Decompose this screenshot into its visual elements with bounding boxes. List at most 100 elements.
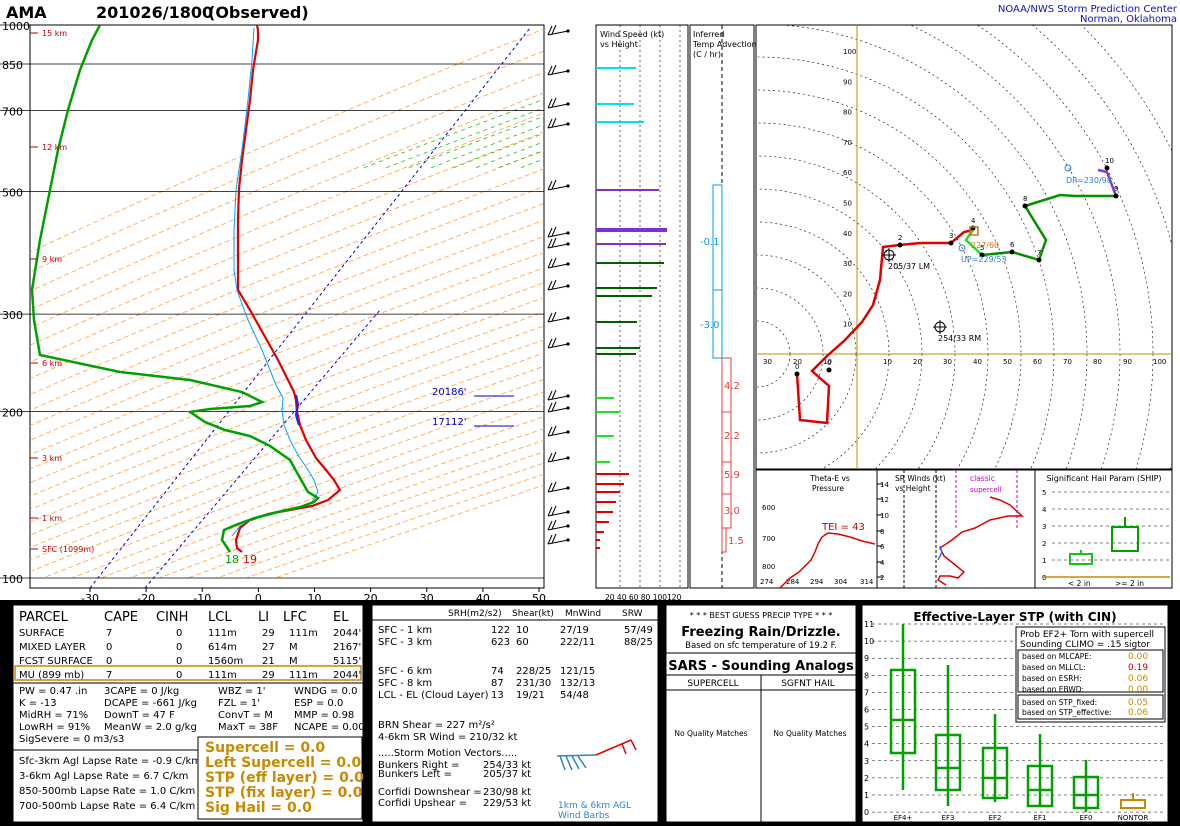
stp-panel: Effective-Layer STP (with CIN) 111098765… bbox=[861, 604, 1169, 823]
adv-value-1: -0.1 bbox=[700, 237, 720, 248]
wind-barb-flag bbox=[551, 505, 557, 516]
shear-cell: SFC - 3 km bbox=[378, 637, 432, 648]
wind-barb-flag bbox=[551, 451, 557, 462]
hodo-u-tick-right: 20 bbox=[913, 358, 922, 366]
hodograph-node bbox=[897, 242, 903, 248]
hodograph-node bbox=[1113, 193, 1119, 199]
hodograph-green-2 bbox=[981, 193, 1116, 262]
ship-tick-label: 5 bbox=[1042, 489, 1046, 497]
lapse-rate: 3-6km Agl Lapse Rate = 6.7 C/km bbox=[19, 771, 188, 782]
shear-cell: 54/48 bbox=[560, 690, 589, 701]
hodograph-node-label: 6 bbox=[1010, 241, 1015, 249]
shear-h1: Shear(kt) bbox=[512, 609, 554, 619]
hodograph-node bbox=[979, 252, 985, 258]
wind-barb-flag bbox=[551, 425, 557, 436]
hodo-u-tick-left: 20 bbox=[793, 358, 802, 366]
parcel-param: LowRH = 91% bbox=[19, 722, 90, 733]
stp-box bbox=[1072, 775, 1100, 810]
ship-tick-label: 4 bbox=[1042, 506, 1047, 514]
index-value: Supercell = 0.0 bbox=[205, 740, 325, 756]
wind-barb-flag bbox=[551, 279, 557, 290]
shear-cell: 121/15 bbox=[560, 666, 595, 677]
hodograph-grid: 1009080706050403020101020304050607080901… bbox=[757, 25, 1172, 469]
wind-barb-dot bbox=[566, 262, 570, 266]
reference-line-1 bbox=[89, 27, 531, 588]
surface-temp-label: 19 bbox=[243, 553, 257, 566]
stp-tick: 5 bbox=[864, 723, 869, 732]
surface-dew-label: 18 bbox=[225, 553, 239, 566]
hodo-u-tick-right: 50 bbox=[1003, 358, 1012, 366]
stp-prob-value: 0.06 bbox=[1128, 674, 1148, 684]
adv-value-4: 2.2 bbox=[724, 431, 740, 442]
srw-tick-label: 6 bbox=[880, 543, 885, 551]
wind-barb-flag bbox=[551, 226, 557, 237]
wind-barb-flag bbox=[547, 482, 553, 493]
height-label-3: 6 km bbox=[42, 359, 62, 368]
srw-tick-label: 12 bbox=[880, 496, 889, 504]
stp-tick: 6 bbox=[864, 706, 869, 715]
sars-hail-match: No Quality Matches bbox=[773, 729, 846, 738]
stp-category: EF4+ bbox=[894, 814, 913, 822]
stp-tick: 3 bbox=[864, 757, 869, 766]
srw-trace-blue bbox=[937, 545, 943, 561]
wind-barb-dot bbox=[566, 122, 570, 126]
index-value: STP (eff layer) = 0.0 bbox=[205, 770, 364, 786]
shear-panel: SRH(m2/s2) Shear(kt) MnWind SRW SFC - 1 … bbox=[371, 604, 659, 823]
parcel-param: PW = 0.47 .in bbox=[19, 686, 87, 697]
parcel-param: FZL = 1' bbox=[218, 698, 260, 709]
motion-value: 205/37 kt bbox=[483, 769, 531, 780]
stp-prob-value: 0.00 bbox=[1128, 652, 1148, 662]
parcel-cell: MIXED LAYER bbox=[19, 642, 86, 653]
wind-barb-flag bbox=[547, 534, 553, 545]
wind-barb-dot bbox=[566, 231, 570, 235]
stp-tick: 8 bbox=[864, 671, 869, 680]
parcel-cell: 2167' bbox=[333, 642, 361, 653]
adv-value-5: 5.9 bbox=[724, 470, 740, 481]
parcel-param: MidRH = 71% bbox=[19, 710, 88, 721]
parcel-param: 3CAPE = 0 J/kg bbox=[104, 686, 179, 697]
corfidi-dp-marker bbox=[1064, 164, 1072, 172]
shear-cell: 122 bbox=[491, 625, 510, 636]
wind-barb bbox=[547, 123, 569, 129]
height-label-6: SFC (1099m) bbox=[42, 545, 94, 554]
indices-box bbox=[197, 736, 363, 820]
stp-tick: 0 bbox=[864, 808, 869, 817]
hodo-u-tick-right: 70 bbox=[1063, 358, 1072, 366]
hodograph-node bbox=[948, 240, 954, 246]
wind-barb-flag bbox=[547, 98, 553, 109]
wind-barb bbox=[547, 243, 569, 249]
moist-adiabat bbox=[361, 98, 544, 169]
mu-highlight bbox=[14, 665, 362, 681]
dry-adiabat bbox=[30, 131, 544, 346]
sars-supercell-match: No Quality Matches bbox=[674, 729, 747, 738]
wind-barb bbox=[547, 103, 569, 109]
moist-adiabat bbox=[451, 132, 544, 169]
parcel-cell: 0 bbox=[106, 656, 112, 667]
brn-shear: BRN Shear = 227 m²/s² bbox=[378, 720, 495, 731]
wind-barb-dot bbox=[566, 242, 570, 246]
adv-box-7 bbox=[721, 527, 727, 553]
hodo-u-tick-right: 10 bbox=[883, 358, 892, 366]
parcel-h0: PARCEL bbox=[19, 610, 69, 625]
height-label-2: 9 km bbox=[42, 255, 62, 264]
shear-cell: 27/19 bbox=[560, 625, 589, 636]
header-norman: Norman, Oklahoma bbox=[1080, 14, 1177, 25]
pressure-label-300: 300 bbox=[2, 309, 23, 322]
precip-title: * * * BEST GUESS PRECIP TYPE * * * bbox=[690, 611, 833, 620]
motion-label: Bunkers Left = bbox=[378, 769, 452, 780]
shear-cell: SFC - 6 km bbox=[378, 666, 432, 677]
wind-speed-bars bbox=[596, 67, 667, 549]
wind-barb-dot bbox=[566, 510, 570, 514]
parcel-cell: 111m bbox=[208, 670, 237, 681]
dry-adiabat bbox=[30, 112, 544, 329]
shear-cell: 10 bbox=[516, 625, 529, 636]
theta-x-304: 304 bbox=[834, 578, 848, 586]
wind-barb-flag bbox=[551, 117, 557, 128]
wind-barb-dot bbox=[566, 342, 570, 346]
shear-cell: LCL - EL (Cloud Layer) bbox=[378, 690, 489, 701]
stp-prob2-value: 0.06 bbox=[1128, 708, 1148, 718]
ship-tick-label: 3 bbox=[1042, 523, 1046, 531]
stp-category: NONTOR bbox=[1118, 814, 1149, 822]
